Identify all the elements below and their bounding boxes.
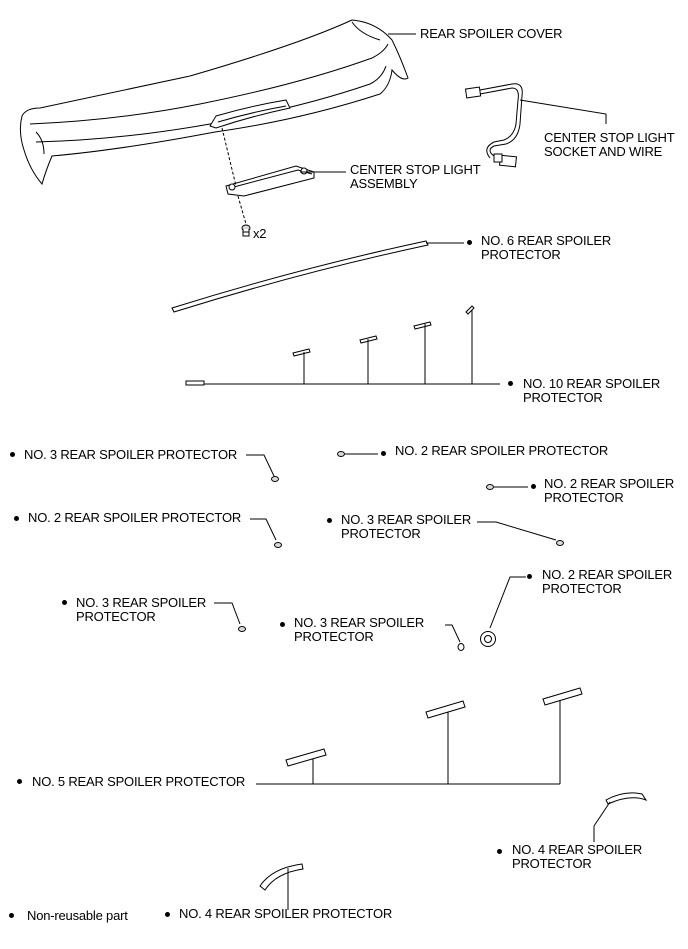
screw-drawing [241,224,251,237]
label-line-2: PROTECTOR [341,526,421,541]
non-reusable-marker [9,913,14,918]
no6-protector-drawing [171,240,429,313]
label-no2-protector-left-mid: NO. 2 REAR SPOILER PROTECTOR [28,510,242,525]
label-line-1: NO. 3 REAR SPOILER [341,512,472,527]
installation-line-2 [237,195,247,225]
non-reusable-marker [527,574,532,579]
label-line-2: PROTECTOR [544,490,624,505]
label-no6-protector: NO. 6 REAR SPOILER PROTECTOR [481,234,611,262]
rear-spoiler-cover-drawing [19,19,409,186]
label-no2-protector-center-top: NO. 2 REAR SPOILER PROTECTOR [395,443,609,458]
label-line-1: NO. 4 REAR SPOILER [512,842,643,857]
non-reusable-marker [14,516,19,521]
label-line-1: NO. 3 REAR SPOILER [76,595,207,610]
no2-right-top-drawing [486,484,528,490]
non-reusable-marker [17,779,22,784]
installation-line-1 [221,127,237,187]
label-no3-protector-left-top: NO. 3 REAR SPOILER PROTECTOR [24,447,238,462]
label-no2-protector-right-mid: NO. 2 REAR SPOILER PROTECTOR [542,568,672,596]
no4-bottom-drawing [259,863,304,910]
no3-left-low-drawing [214,602,246,632]
label-line-2: ASSEMBLY [350,176,418,191]
label-no3-protector-left-low: NO. 3 REAR SPOILER PROTECTOR [76,596,206,624]
non-reusable-marker [280,622,285,627]
no3-center-mid-drawing [477,521,564,546]
no2-left-mid-drawing [250,518,282,548]
non-reusable-marker [497,849,502,854]
label-no2-protector-right-top: NO. 2 REAR SPOILER PROTECTOR [544,477,674,505]
no10-protector-group [185,305,500,386]
label-line-2: PROTECTOR [481,247,561,262]
non-reusable-marker [10,452,15,457]
no4-right-drawing [593,792,648,842]
non-reusable-marker [327,518,332,523]
label-line-2: PROTECTOR [542,581,622,596]
label-line-2: PROTECTOR [76,609,156,624]
label-center-stop-light-assembly: CENTER STOP LIGHT ASSEMBLY [350,162,481,191]
label-line-1: NO. 10 REAR SPOILER [523,376,661,391]
label-line-1: NO. 2 REAR SPOILER [544,476,675,491]
label-no3-protector-center-mid: NO. 3 REAR SPOILER PROTECTOR [341,513,471,541]
label-no4-protector-right: NO. 4 REAR SPOILER PROTECTOR [512,843,642,871]
label-screw-qty: x2 [253,226,267,241]
non-reusable-marker [508,381,513,386]
non-reusable-marker [381,451,386,456]
label-center-stop-light-socket-wire: CENTER STOP LIGHT SOCKET AND WIRE [544,130,675,159]
non-reusable-marker [165,912,170,917]
label-line-2: PROTECTOR [294,629,374,644]
label-no4-protector-bottom: NO. 4 REAR SPOILER PROTECTOR [179,906,393,921]
center-stop-light-assembly-drawing [225,165,315,197]
non-reusable-marker [467,240,472,245]
socket-and-wire-drawing [464,83,523,168]
no3-left-top-drawing [246,454,279,482]
non-reusable-marker [531,484,536,489]
label-line-2: PROTECTOR [523,390,603,405]
legend-non-reusable-label: Non-reusable part [27,908,128,923]
no5-protector-group [256,687,583,785]
no2-center-top-drawing [337,451,378,457]
label-line-1: NO. 3 REAR SPOILER [294,615,425,630]
label-line-1: NO. 6 REAR SPOILER [481,233,612,248]
label-line-1: CENTER STOP LIGHT [350,162,481,177]
label-line-1: CENTER STOP LIGHT [544,130,675,145]
label-rear-spoiler-cover: REAR SPOILER COVER [420,26,563,41]
label-line-1: NO. 2 REAR SPOILER [542,567,673,582]
no3-center-low-drawing [445,624,465,651]
label-no3-protector-center-low: NO. 3 REAR SPOILER PROTECTOR [294,616,424,644]
label-line-2: PROTECTOR [512,856,592,871]
no2-right-mid-drawing [480,576,526,647]
label-no10-protector: NO. 10 REAR SPOILER PROTECTOR [523,377,660,405]
label-line-2: SOCKET AND WIRE [544,144,663,159]
leader-socket-wire [519,99,607,124]
label-no5-protector: NO. 5 REAR SPOILER PROTECTOR [32,774,246,789]
non-reusable-marker [62,600,67,605]
